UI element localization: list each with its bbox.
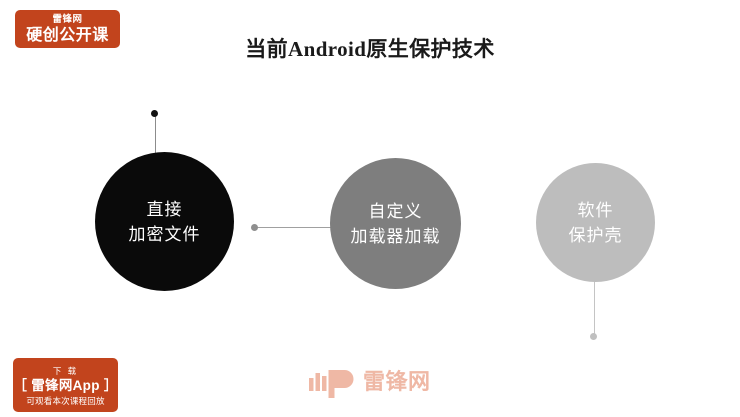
diagram-node-2-line-1: 自定义 [368,201,423,221]
diagram-node-1-line-2: 加密文件 [128,224,201,244]
download-app-button[interactable]: 下 载 ［ 雷锋网App ］ 可观看本次课程回放 [13,358,118,412]
diagram-node-software-packer: 软件 保护壳 [536,163,655,282]
brand-badge-site-name: 雷锋网 [52,13,83,25]
connector-line-node-2 [257,227,352,228]
connector-line-node-1 [155,115,156,175]
connector-dot-node-1 [151,110,158,117]
diagram-node-3-line-2: 保护壳 [568,225,623,245]
connector-dot-node-2 [251,224,258,231]
watermark-text: 雷锋网 [363,369,431,394]
connector-dot-node-3 [590,333,597,340]
brand-badge: 雷锋网 硬创公开课 [15,10,120,48]
watermark: 雷锋网 [309,366,431,398]
connector-line-node-3 [594,278,595,336]
diagram-node-direct-encrypt-file: 直接 加密文件 [95,152,234,291]
diagram-node-2-line-2: 加载器加载 [350,226,441,246]
brand-badge-program-name: 硬创公开课 [26,26,109,44]
download-button-sub-label: 可观看本次课程回放 [26,395,105,406]
diagram-node-3-line-1: 软件 [577,200,614,220]
page-title: 当前Android原生保护技术 [245,37,495,61]
download-button-top-label: 下 载 [52,365,79,376]
leiphone-bars-logo-icon [309,366,356,398]
diagram-node-custom-classloader: 自定义 加载器加载 [330,158,461,289]
diagram-node-1-line-1: 直接 [146,199,183,219]
download-button-main-label: ［ 雷锋网App ］ [13,377,118,393]
